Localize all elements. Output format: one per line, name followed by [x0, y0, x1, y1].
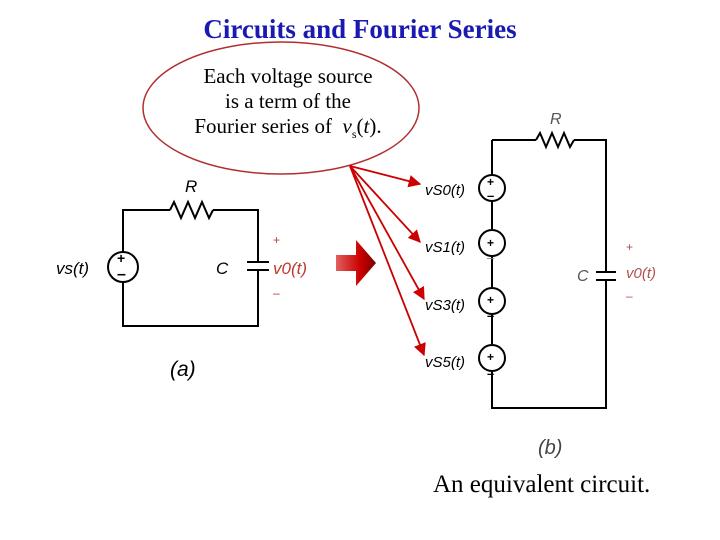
source-label-s5: vS5(t) [425, 354, 465, 371]
svg-text:+: + [487, 293, 494, 307]
svg-text:–: – [487, 308, 494, 323]
svg-text:–: – [487, 250, 495, 265]
svg-text:+: + [487, 175, 494, 189]
capacitor-label-a: C [216, 259, 229, 278]
source-label-a: vs(t) [56, 259, 89, 278]
output-label-a: v0(t) [273, 259, 307, 278]
svg-text:–: – [487, 366, 494, 381]
svg-text:+: + [487, 236, 494, 250]
callout-line-2: is a term of the [225, 89, 351, 113]
voltage-source-a [107, 251, 139, 283]
resistor-label-a: R [185, 177, 197, 196]
source-label-s0: vS0(t) [425, 182, 465, 199]
svg-text:+: + [487, 350, 494, 364]
voltage-source-s1: + – [478, 229, 506, 265]
output-label-b: v0(t) [626, 265, 656, 282]
capacitor-label-b: C [577, 268, 589, 285]
voltage-source-s5: + – [478, 344, 506, 381]
resistor-label-b: R [550, 111, 562, 128]
source-label-s1: vS1(t) [425, 239, 465, 256]
callout-text: Each voltage source is a term of the Fou… [178, 64, 398, 147]
output-plus-a: + [273, 233, 280, 247]
resistor-a [169, 199, 214, 221]
footer-caption: An equivalent circuit. [433, 471, 651, 498]
callout-line-3: Fourier series of vs(t). [194, 114, 382, 142]
pointer-arrows [349, 165, 426, 357]
caption-a: (a) [170, 358, 196, 381]
output-plus-b: + [626, 240, 633, 254]
svg-text:–: – [487, 188, 494, 203]
transform-arrow [336, 240, 376, 286]
svg-text:–: – [117, 266, 126, 283]
page-title: Circuits and Fourier Series [203, 14, 517, 44]
source-label-s3: vS3(t) [425, 297, 465, 314]
resistor-b [535, 130, 575, 150]
output-minus-b: – [626, 289, 633, 303]
svg-text:+: + [117, 250, 125, 266]
caption-b: (b) [538, 437, 562, 459]
circuit-a: + – vs(t) R C + v0(t) – (a) [56, 177, 307, 381]
voltage-source-s0: + – [478, 174, 506, 203]
callout-ellipse [142, 41, 420, 175]
voltage-source-s3: + – [478, 287, 506, 323]
circuit-b: + – + – + – + – vS0(t) vS1(t) vS3(t) vS5… [425, 111, 656, 459]
output-minus-a: – [273, 286, 280, 300]
callout-line-1: Each voltage source [203, 64, 373, 88]
